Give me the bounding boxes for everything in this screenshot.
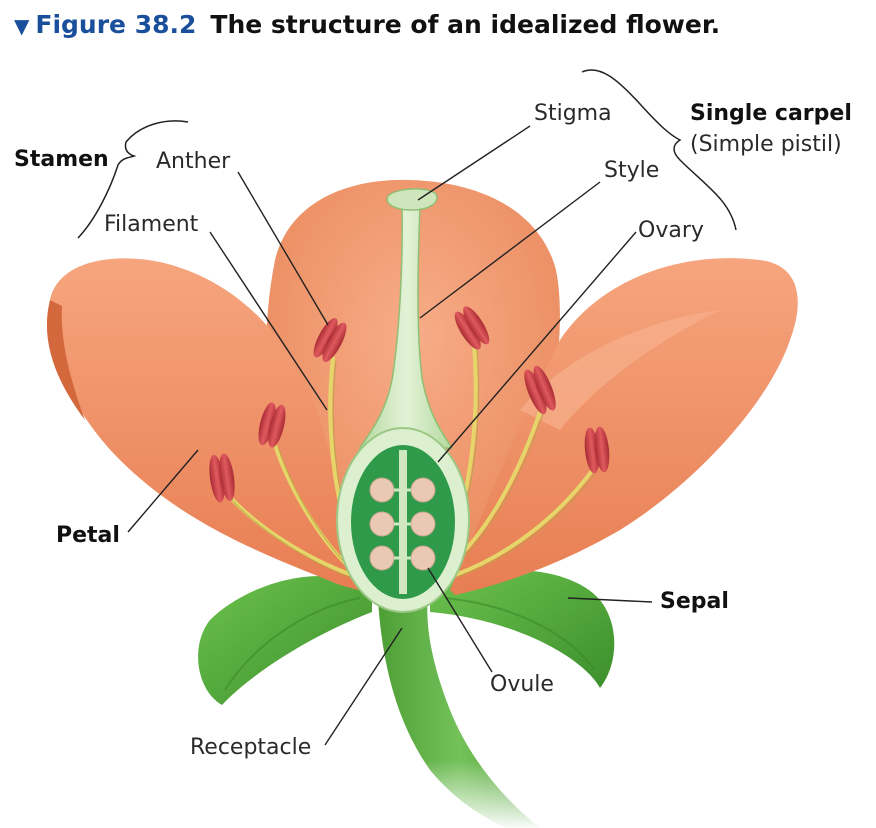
ovules bbox=[369, 477, 436, 571]
label-ovule: Ovule bbox=[490, 672, 554, 697]
anthers bbox=[209, 306, 610, 503]
sepal-left bbox=[198, 575, 372, 705]
figure-title: The structure of an idealized flower. bbox=[210, 10, 721, 39]
label-sepal: Sepal bbox=[660, 589, 729, 614]
label-anther: Anther bbox=[156, 149, 231, 174]
stem-fade bbox=[380, 760, 580, 828]
ovary-septum bbox=[399, 450, 407, 594]
petal-left bbox=[48, 258, 359, 590]
label-stigma: Stigma bbox=[534, 101, 612, 126]
petal-right-fold bbox=[520, 310, 720, 430]
stamen-brace bbox=[77, 120, 189, 239]
figure-number: Figure 38.2 bbox=[35, 10, 197, 39]
petal-right bbox=[450, 258, 798, 595]
leader-lines bbox=[127, 125, 653, 746]
sepal-left-vein bbox=[224, 597, 361, 691]
label-petal: Petal bbox=[56, 523, 120, 548]
figure-caption: ▼Figure 38.2 The structure of an idealize… bbox=[14, 10, 720, 39]
style bbox=[358, 204, 454, 449]
label-simple-pistil: (Simple pistil) bbox=[690, 132, 842, 157]
filaments bbox=[226, 343, 596, 577]
figure-marker: ▼ bbox=[14, 14, 30, 38]
petal-left-rim bbox=[46, 300, 85, 420]
label-ovary: Ovary bbox=[638, 218, 704, 243]
carpel-brace bbox=[581, 69, 737, 231]
stem bbox=[378, 598, 540, 828]
stigma bbox=[386, 188, 438, 211]
label-filament: Filament bbox=[104, 212, 199, 237]
sepal-right bbox=[430, 569, 615, 688]
label-receptacle: Receptacle bbox=[190, 735, 311, 760]
sepal-right-vein bbox=[444, 597, 596, 671]
label-style: Style bbox=[604, 158, 659, 183]
label-single-carpel: Single carpel bbox=[690, 101, 852, 126]
label-stamen: Stamen bbox=[14, 147, 109, 172]
ovule-stalks bbox=[394, 488, 411, 560]
